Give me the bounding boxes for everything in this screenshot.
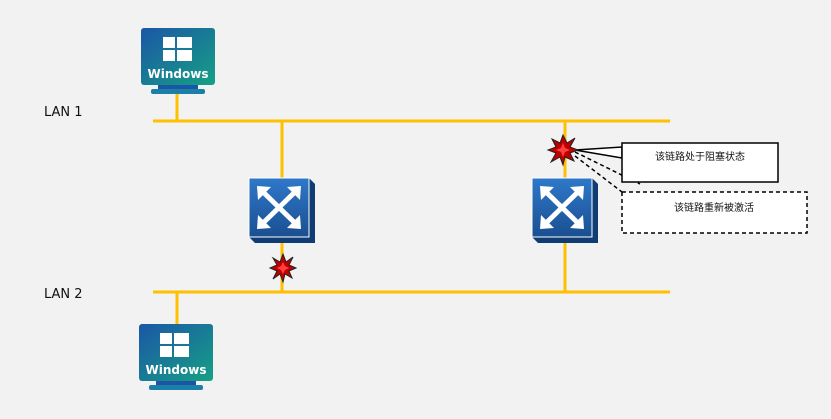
computer-1: Windows — [141, 28, 215, 94]
switch-2 — [531, 177, 598, 243]
lan1-label: LAN 1 — [44, 105, 83, 120]
computer-2: Windows — [139, 324, 213, 390]
lan2-label: LAN 2 — [44, 287, 83, 302]
callout-blocked-text: 该链路处于阻塞状态 — [655, 150, 745, 163]
link-fault-burst-icon — [268, 252, 298, 284]
callout-reactivated-text: 该链路重新被激活 — [674, 201, 754, 214]
switch-icon — [531, 177, 598, 243]
computer-1-os-label: Windows — [148, 67, 209, 81]
link-fault-burst-icon — [546, 133, 580, 167]
switch-icon — [248, 177, 315, 243]
callout-reactivated-pointer — [574, 151, 641, 193]
computer-2-os-label: Windows — [146, 363, 207, 377]
callout-blocked-pointer — [574, 146, 623, 159]
callout-reactivated: 该链路重新被激活 — [621, 191, 808, 234]
windows-monitor-icon: Windows — [139, 324, 213, 390]
switch-1 — [248, 177, 315, 243]
windows-monitor-icon: Windows — [141, 28, 215, 94]
callout-blocked: 该链路处于阻塞状态 — [621, 142, 779, 183]
